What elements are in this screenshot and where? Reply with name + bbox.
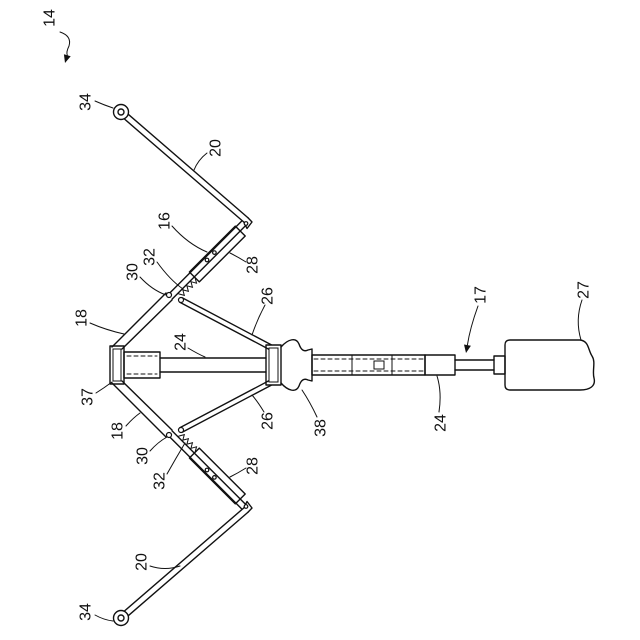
stretcher-pin-lower — [179, 428, 184, 433]
leader-27 — [578, 300, 582, 340]
leader-18-upper — [90, 323, 124, 334]
leader-32-upper — [157, 262, 183, 289]
leader-20-upper — [194, 153, 207, 170]
ref-34-lower: 34 — [78, 603, 95, 621]
stretcher-pin-upper — [179, 298, 184, 303]
ref-34-upper: 34 — [78, 93, 95, 111]
tip-hole-lower — [118, 615, 124, 621]
leader-34-upper — [95, 101, 113, 108]
runner-collar-inner — [269, 348, 278, 382]
leader-30-upper — [140, 277, 166, 295]
ref-18-lower: 18 — [110, 422, 127, 440]
lower-shaft — [312, 355, 505, 375]
reference-numerals: 14 34 20 16 32 30 28 26 18 24 37 18 30 3… — [42, 9, 593, 621]
elbow-pin-lower — [244, 505, 248, 509]
ref-26-lower: 26 — [260, 412, 277, 430]
rib-assembly-upper — [112, 105, 271, 350]
ref-14: 14 — [42, 9, 59, 27]
ref-32-upper: 32 — [142, 248, 159, 266]
ref-28-lower: 28 — [245, 457, 262, 475]
ref-24-upper: 24 — [173, 333, 190, 351]
lower-shaft-button — [374, 361, 384, 369]
lower-shaft-stem — [455, 360, 494, 370]
top-notch-cap — [110, 346, 124, 384]
spring-upper — [179, 278, 197, 296]
top-notch-cap-inner — [113, 349, 121, 381]
arrow-17 — [467, 306, 478, 345]
leader-30-lower — [150, 437, 167, 451]
ref-18-upper: 18 — [74, 309, 91, 327]
ref-37: 37 — [80, 388, 97, 406]
ref-32-lower: 32 — [152, 472, 169, 490]
rib-assembly-lower — [112, 381, 271, 626]
top-notch-hidden-lines — [127, 356, 157, 374]
tip-hole-upper — [118, 109, 124, 115]
rib-pin-upper-a — [205, 258, 209, 262]
lower-shaft-sleeve — [425, 355, 455, 375]
ref-20-upper: 20 — [208, 139, 225, 157]
leader-32-lower — [167, 443, 185, 474]
runner-grip — [281, 340, 312, 391]
leader-26-lower — [252, 395, 264, 412]
ref-30-lower: 30 — [135, 447, 152, 465]
lower-shaft-joints — [352, 355, 392, 375]
ref-27: 27 — [576, 281, 593, 299]
handle-collar — [494, 356, 505, 374]
lower-shaft-tube — [312, 355, 425, 375]
handle — [505, 340, 594, 390]
rib-pin-lower-b — [213, 476, 217, 480]
rib-pin-lower-a — [205, 468, 209, 472]
leader-24-upper — [188, 348, 205, 357]
tip-ring-upper — [114, 105, 129, 120]
ref-16: 16 — [157, 212, 174, 230]
elbow-pin-upper — [244, 222, 248, 226]
leader-38 — [302, 390, 317, 417]
ref-20-lower: 20 — [134, 553, 151, 571]
runner-collar — [266, 345, 281, 385]
leader-16 — [172, 226, 207, 252]
ref-38: 38 — [313, 419, 330, 437]
leader-lines — [60, 32, 582, 621]
ref-30-upper: 30 — [125, 263, 142, 281]
lower-shaft-hidden-lines — [314, 359, 423, 371]
ref-24-lower: 24 — [433, 414, 450, 432]
ref-28-upper: 28 — [245, 256, 262, 274]
top-notch — [110, 346, 160, 384]
outer-rib-upper — [124, 114, 248, 222]
arrow-17-head — [464, 345, 471, 354]
upper-shaft — [160, 358, 266, 372]
ref-26-upper: 26 — [260, 287, 277, 305]
stretcher-lower — [180, 381, 271, 432]
leader-18-lower — [126, 413, 140, 426]
runner — [266, 340, 312, 391]
joint-pin-upper — [167, 293, 172, 298]
leader-24-lower — [437, 376, 440, 412]
leader-37 — [96, 382, 112, 393]
leader-26-upper — [252, 305, 265, 335]
leader-34-lower — [95, 615, 113, 621]
rib-pin-upper-b — [213, 251, 217, 255]
main-rib-upper — [112, 293, 172, 349]
stretcher-upper — [180, 298, 271, 349]
arrow-14 — [60, 32, 70, 55]
tip-ring-lower — [114, 611, 129, 626]
arrow-14-head — [64, 54, 71, 63]
ref-17: 17 — [473, 286, 490, 304]
